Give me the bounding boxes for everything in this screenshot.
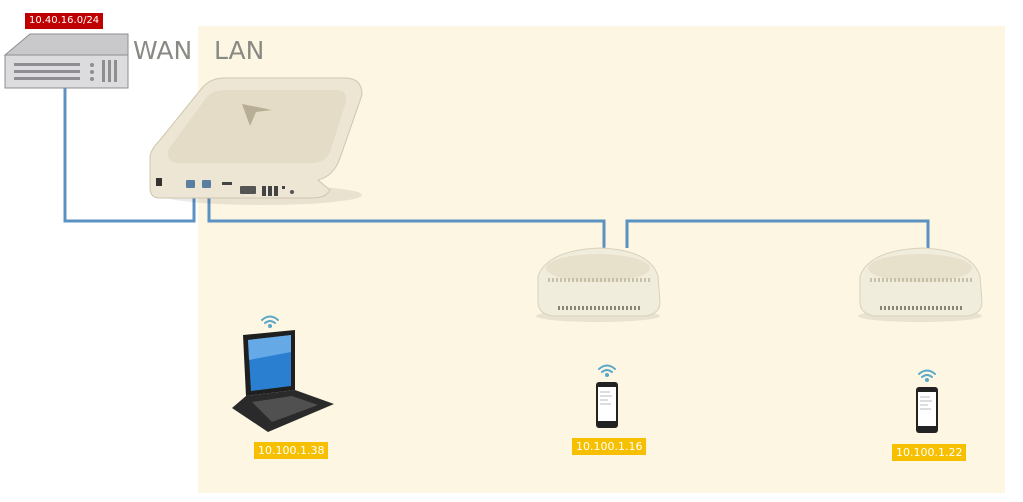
laptop-ip-label: 10.100.1.38 bbox=[254, 442, 329, 459]
wan-cable bbox=[63, 88, 196, 223]
access-point-icon bbox=[149, 77, 363, 205]
wifi-icon bbox=[918, 369, 936, 378]
wifi-icon bbox=[261, 315, 279, 324]
phone-2-ip-label: 10.100.1.22 bbox=[892, 444, 967, 461]
phone-icon bbox=[916, 387, 938, 433]
mesh-node-icon bbox=[858, 247, 983, 322]
server-icon bbox=[3, 33, 129, 89]
wan-label: WAN bbox=[133, 36, 193, 65]
phone-icon bbox=[596, 382, 618, 428]
lan-label: LAN bbox=[214, 36, 265, 65]
wifi-icon bbox=[598, 364, 616, 373]
wan-network-badge: 10.40.16.0/24 bbox=[25, 13, 104, 29]
phone-1-ip-label: 10.100.1.16 bbox=[572, 438, 647, 455]
laptop-icon bbox=[232, 330, 334, 432]
network-cables bbox=[63, 88, 930, 248]
mesh-node-icon bbox=[536, 247, 661, 322]
lan-cable-node-2 bbox=[625, 219, 930, 248]
lan-cable-node-1 bbox=[207, 190, 606, 248]
